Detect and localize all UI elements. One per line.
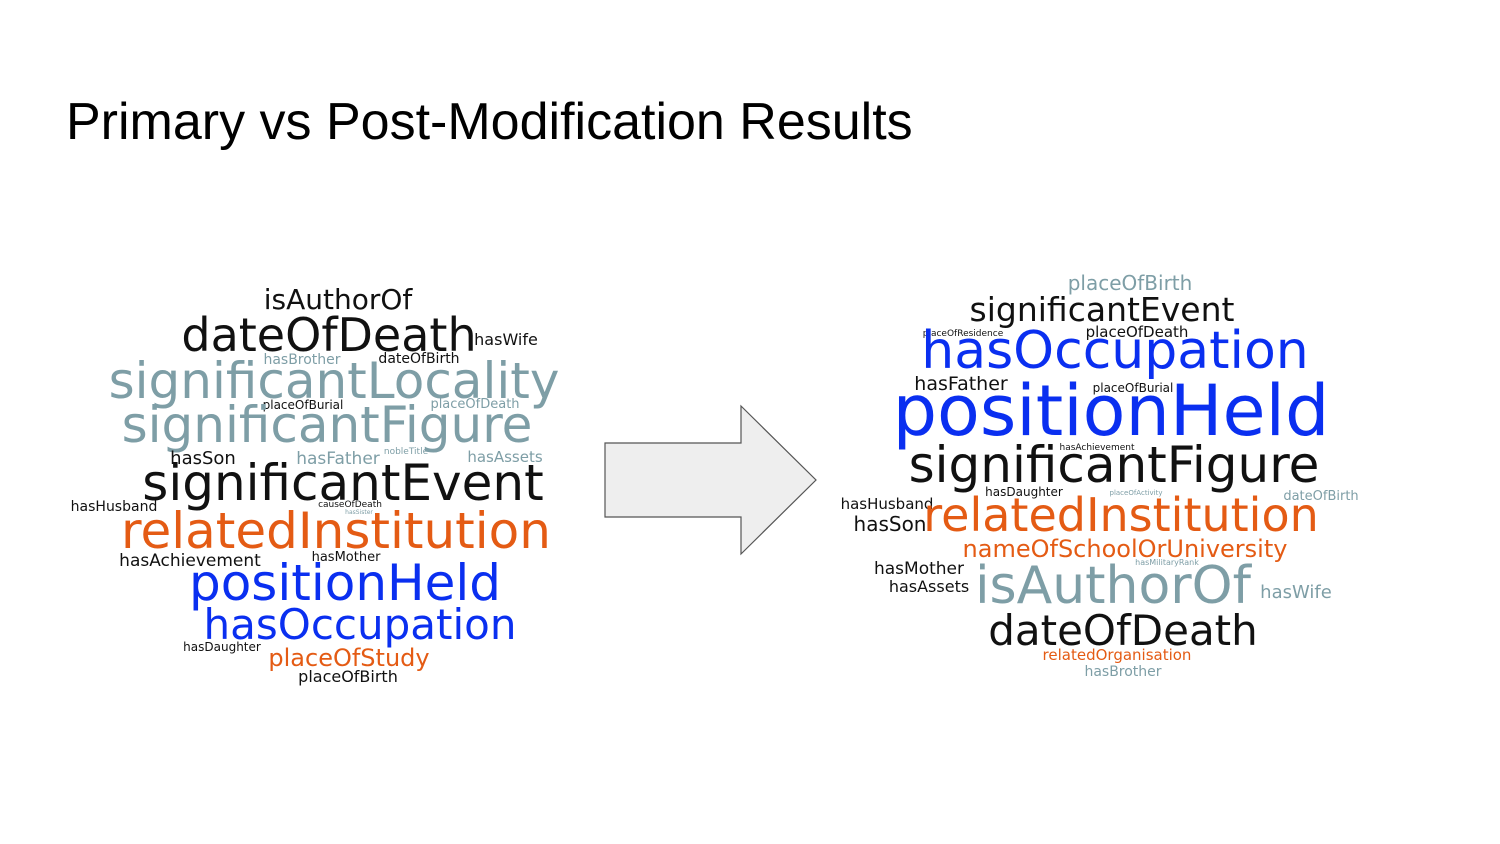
right-word-name-of-school-or-university: nameOfSchoolOrUniversity [962,535,1288,563]
left-word-has-assets: hasAssets [467,448,543,466]
right-word-has-husband: hasHusband [840,495,934,513]
right-word-date-of-death: dateOfDeath [988,606,1258,655]
left-word-has-mother: hasMother [311,550,381,565]
right-word-has-brother: hasBrother [1084,664,1162,680]
right-word-place-of-burial: placeOfBurial [1092,381,1174,395]
left-word-position-held: positionHeld [188,554,502,612]
right-word-place-of-residence: placeOfResidence [922,329,1004,339]
right-word-place-of-death: placeOfDeath [1085,323,1189,341]
left-word-has-wife: hasWife [474,330,538,349]
right-word-significant-event: significantEvent [969,290,1235,329]
page-title: Primary vs Post-Modification Results [66,93,913,151]
right-word-has-military-rank: hasMilitaryRank [1135,558,1199,567]
left-word-noble-title: nobleTitle [383,447,429,457]
left-word-has-father: hasFather [296,449,380,469]
right-word-related-organisation: relatedOrganisation [1042,646,1192,664]
left-word-has-achievement: hasAchievement [119,551,261,571]
right-word-place-of-birth: placeOfBirth [1067,271,1193,295]
right-word-position-held: positionHeld [892,370,1330,452]
left-word-place-of-birth: placeOfBirth [298,667,398,686]
left-word-place-of-death: placeOfDeath [430,397,520,412]
right-word-has-daughter: hasDaughter [985,485,1063,499]
right-word-significant-figure: significantFigure [908,436,1320,494]
left-word-is-author-of: isAuthorOf [263,283,413,316]
right-word-date-of-birth: dateOfBirth [1283,489,1359,504]
right-word-place-of-activity: placeOfActivity [1109,489,1163,497]
left-word-cause-of-death: causeOfDeath [318,500,382,510]
right-word-has-achievement: hasAchievement [1059,443,1135,453]
left-word-place-of-study: placeOfStudy [268,644,430,672]
right-word-has-son: hasSon [853,512,927,536]
right-word-has-occupation: hasOccupation [921,321,1309,381]
left-word-date-of-birth: dateOfBirth [378,351,460,367]
left-word-has-son: hasSon [170,448,236,469]
left-word-has-sister: hasSister [345,509,373,516]
left-word-significant-locality: significantLocality [108,352,560,410]
right-word-related-institution: relatedInstitution [923,488,1319,542]
left-word-has-brother: hasBrother [263,352,341,368]
right-word-has-assets: hasAssets [888,577,970,596]
left-word-has-husband: hasHusband [70,499,158,515]
left-word-has-daughter: hasDaughter [183,640,261,654]
left-word-related-institution: relatedInstitution [121,502,551,560]
left-word-significant-event: significantEvent [142,454,544,512]
right-word-has-mother: hasMother [873,559,965,579]
left-word-has-occupation: hasOccupation [203,600,517,649]
right-word-is-author-of: isAuthorOf [975,556,1251,616]
left-word-date-of-death: dateOfDeath [181,308,477,362]
left-word-place-of-burial: placeOfBurial [262,398,344,412]
right-word-has-wife: hasWife [1260,582,1332,603]
left-word-significant-figure: significantFigure [121,396,533,454]
right-word-has-father: hasFather [914,373,1008,395]
